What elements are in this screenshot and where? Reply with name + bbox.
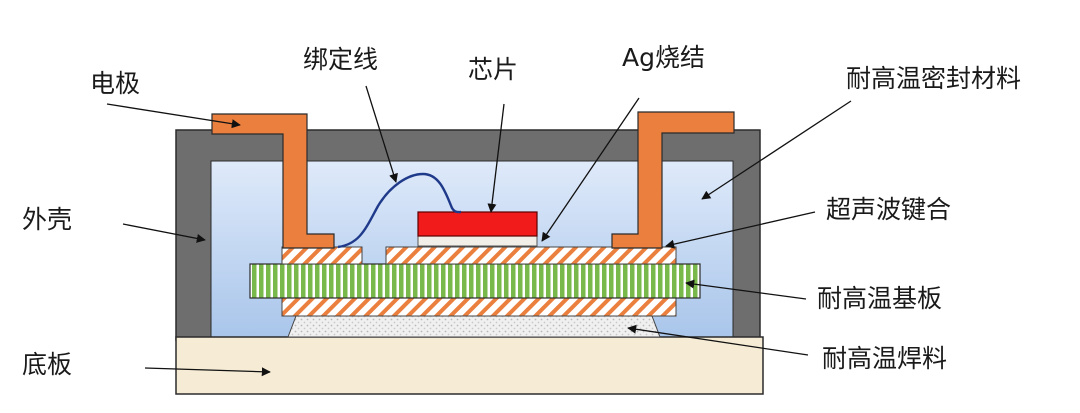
label-housing: 外壳: [22, 205, 73, 234]
baseplate: [175, 336, 764, 395]
label-baseplate: 底板: [22, 350, 73, 379]
label-solder: 耐高温焊料: [822, 344, 948, 373]
leader-bond-wire: [365, 85, 398, 183]
leader-electrode: [106, 103, 241, 129]
leader-ultrasonic-bond: [665, 211, 816, 249]
label-electrode: 电极: [90, 69, 141, 98]
label-ultrasonic-bond: 超声波键合: [826, 195, 952, 224]
lower-copper-layer: [281, 297, 677, 317]
bond-wire: [337, 172, 462, 249]
electrode-right: [611, 111, 735, 249]
leader-chip: [487, 103, 505, 213]
solder-layer: [287, 315, 661, 338]
leader-housing: [122, 223, 206, 243]
label-sealant: 耐高温密封材料: [846, 64, 1022, 93]
label-substrate: 耐高温基板: [817, 284, 943, 313]
substrate-layer: [249, 263, 701, 299]
electrode-left: [211, 113, 335, 249]
leader-solder: [627, 324, 809, 356]
leader-substrate: [685, 279, 807, 300]
label-chip: 芯片: [468, 55, 519, 84]
chip: [417, 211, 538, 237]
ag-sinter-layer: [417, 235, 538, 247]
upper-copper-pad-right: [385, 246, 677, 265]
leader-baseplate: [144, 367, 271, 377]
label-bond-wire: 绑定线: [303, 45, 379, 74]
leader-sealant: [701, 100, 852, 200]
label-ag-sinter: Ag烧结: [622, 43, 705, 72]
leader-ag-sinter: [541, 97, 640, 242]
upper-copper-pad-left: [281, 246, 363, 265]
